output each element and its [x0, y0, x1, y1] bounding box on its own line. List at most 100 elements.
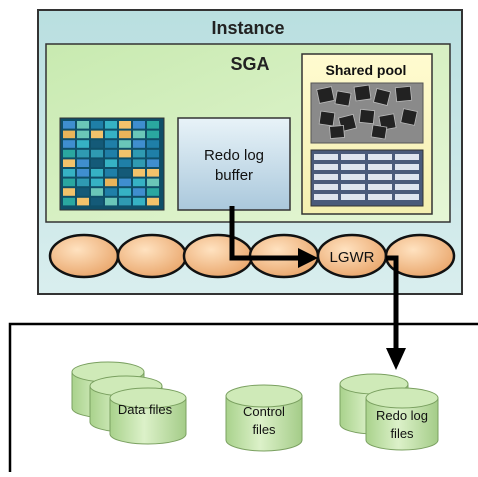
dictionary-cell — [395, 194, 419, 200]
buffer-cell — [105, 130, 117, 139]
library-cache-tile — [329, 124, 345, 140]
disk-cylinder — [225, 384, 303, 452]
buffer-cell — [63, 197, 75, 206]
buffer-cell — [133, 178, 145, 187]
buffer-cell — [147, 140, 159, 148]
redo-log-files — [339, 373, 439, 451]
buffer-cell — [63, 178, 75, 187]
buffer-cell — [133, 149, 145, 158]
buffer-cell — [119, 169, 131, 177]
process-ellipse — [116, 233, 188, 279]
library-cache-tile — [316, 86, 335, 104]
dictionary-cell — [341, 154, 365, 160]
dictionary-cell — [368, 174, 392, 180]
buffer-cell — [133, 121, 145, 129]
dictionary-cell — [314, 174, 338, 180]
buffer-cell — [63, 149, 75, 158]
buffer-cell — [91, 130, 103, 139]
buffer-cell — [119, 197, 131, 206]
dictionary-cache-rows — [314, 154, 419, 200]
background-processes: LGWR — [48, 233, 456, 279]
dictionary-cell — [395, 184, 419, 190]
process-ellipse — [48, 233, 120, 279]
buffer-cell — [119, 140, 131, 148]
buffer-cell — [91, 197, 103, 206]
buffer-cell — [105, 178, 117, 187]
buffer-cell — [91, 169, 103, 177]
library-cache-tile — [358, 108, 376, 125]
buffer-cell — [147, 121, 159, 129]
dictionary-cell — [341, 174, 365, 180]
database-box — [8, 322, 478, 472]
library-cache-tile — [400, 108, 418, 126]
buffer-cell — [105, 149, 117, 158]
dictionary-cell — [314, 194, 338, 200]
buffer-cell — [119, 178, 131, 187]
buffer-cell — [105, 188, 117, 196]
dictionary-cell — [341, 194, 365, 200]
buffer-cell — [105, 159, 117, 167]
buffer-cell — [63, 140, 75, 148]
redo-log-buffer: Redo log buffer — [177, 117, 291, 211]
control-files — [225, 384, 303, 452]
buffer-cell — [133, 159, 145, 167]
dictionary-cell — [395, 154, 419, 160]
buffer-cell — [77, 169, 89, 177]
buffer-cell — [105, 140, 117, 148]
buffer-cell — [147, 178, 159, 187]
buffer-cell — [91, 121, 103, 129]
buffer-cell — [147, 130, 159, 139]
buffer-cell — [91, 178, 103, 187]
redo-log-buffer-line2: buffer — [215, 167, 253, 184]
buffer-cell — [119, 121, 131, 129]
buffer-cell — [119, 188, 131, 196]
dictionary-cell — [368, 154, 392, 160]
library-cache-tile — [394, 85, 413, 103]
buffer-cell — [77, 197, 89, 206]
disk-cylinder — [365, 387, 439, 451]
redo-log-files-label-line2: files — [390, 426, 414, 441]
control-files-label-line2: files — [252, 422, 276, 437]
dictionary-cell — [314, 164, 338, 170]
library-cache-tile — [353, 84, 372, 102]
dictionary-cell — [314, 154, 338, 160]
buffer-cell — [91, 188, 103, 196]
buffer-cell — [63, 130, 75, 139]
buffer-cell — [77, 188, 89, 196]
redo-to-lgwr-arrow — [229, 206, 318, 268]
buffer-cell — [105, 197, 117, 206]
dictionary-cell — [341, 184, 365, 190]
buffer-cell — [133, 169, 145, 177]
redo-log-buffer-line1: Redo log — [204, 147, 264, 164]
buffer-cell — [147, 188, 159, 196]
sga-title: SGA — [230, 54, 269, 74]
buffer-cell — [77, 140, 89, 148]
buffer-cell — [147, 159, 159, 167]
shared-pool: Shared pool — [301, 53, 433, 215]
buffer-cell — [119, 130, 131, 139]
lgwr-to-redo-files-arrow — [386, 255, 406, 370]
library-cache-tile — [318, 110, 336, 127]
buffer-cell — [91, 159, 103, 167]
library-cache-tile — [334, 90, 352, 107]
instance-title: Instance — [211, 18, 284, 38]
buffer-cell — [63, 169, 75, 177]
dictionary-cell — [368, 194, 392, 200]
library-cache-tiles — [316, 84, 418, 140]
buffer-cell — [105, 121, 117, 129]
data-files — [71, 361, 187, 445]
dictionary-cell — [341, 164, 365, 170]
buffer-cell — [133, 197, 145, 206]
library-cache-tile — [370, 124, 388, 140]
buffer-cell — [77, 149, 89, 158]
buffer-cell — [105, 169, 117, 177]
lgwr-label: LGWR — [330, 249, 375, 266]
buffer-cell — [77, 178, 89, 187]
dictionary-cell — [395, 164, 419, 170]
buffer-cell — [63, 188, 75, 196]
buffer-cell — [147, 197, 159, 206]
redo-log-files-label-line1: Redo log — [376, 408, 428, 423]
buffer-cell — [119, 149, 131, 158]
dictionary-cell — [395, 174, 419, 180]
